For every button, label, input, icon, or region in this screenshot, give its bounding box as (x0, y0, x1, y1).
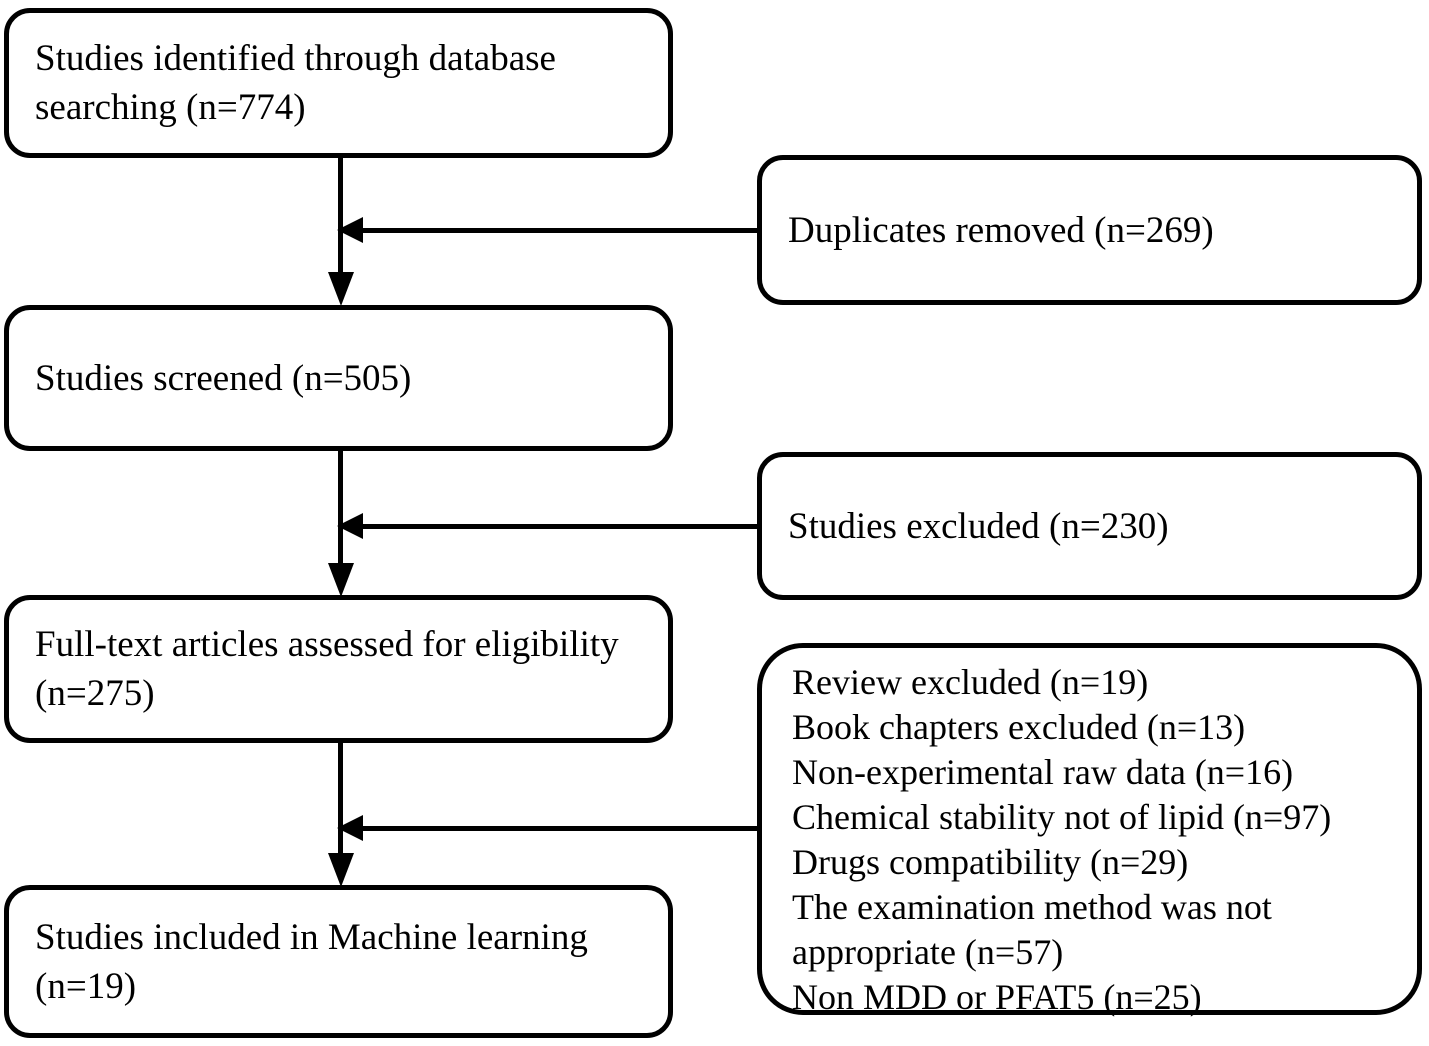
node-line: searching (n=774) (35, 87, 306, 128)
exclusion-reason-line: Drugs compatibility (n=29) (792, 842, 1189, 882)
node-line: (n=19) (35, 965, 137, 1007)
connector-identified-to-screened (338, 158, 343, 273)
arrowhead-down-icon (328, 853, 354, 887)
exclusion-reason-line: Book chapters excluded (n=13) (792, 707, 1246, 747)
connector-duplicates-to-flow (355, 228, 759, 233)
connector-fulltext-to-included (338, 743, 343, 854)
node-full-text-assessed: Full-text articles assessed for eligibil… (4, 595, 673, 743)
exclusion-reason-line: The examination method was not (792, 887, 1272, 927)
exclusion-reason-line: Review excluded (n=19) (792, 662, 1149, 702)
arrowhead-down-icon (328, 272, 354, 306)
node-line: Full-text articles assessed for eligibil… (35, 624, 619, 665)
node-line: Studies excluded (n=230) (788, 505, 1169, 547)
node-studies-screened: Studies screened (n=505) (4, 305, 673, 451)
arrowhead-left-icon (337, 513, 363, 539)
arrowhead-left-icon (337, 815, 363, 841)
exclusion-reason-line: appropriate (n=57) (792, 932, 1064, 972)
node-duplicates-removed: Duplicates removed (n=269) (757, 155, 1422, 305)
node-line: Studies screened (n=505) (35, 357, 412, 399)
exclusion-reason-line: Non-experimental raw data (n=16) (792, 752, 1294, 792)
node-line: Duplicates removed (n=269) (788, 209, 1214, 251)
connector-reasons-to-flow (355, 826, 759, 831)
node-line: Studies identified through database (35, 38, 556, 79)
connector-screened-to-fulltext (338, 451, 343, 564)
connector-excluded-to-flow (355, 524, 759, 529)
node-line: Studies included in Machine learning (35, 916, 588, 958)
node-studies-included: Studies included in Machine learning (n=… (4, 885, 673, 1038)
exclusion-reason-line: Chemical stability not of lipid (n=97) (792, 797, 1332, 837)
arrowhead-left-icon (337, 217, 363, 243)
exclusion-reason-line: Non MDD or PFAT5 (n=25) (792, 977, 1202, 1017)
node-line: (n=275) (35, 673, 155, 714)
node-exclusion-reasons: Review excluded (n=19) Book chapters exc… (757, 643, 1422, 1017)
node-studies-excluded: Studies excluded (n=230) (757, 452, 1422, 600)
node-studies-identified: Studies identified through database sear… (4, 8, 673, 158)
arrowhead-down-icon (328, 563, 354, 597)
